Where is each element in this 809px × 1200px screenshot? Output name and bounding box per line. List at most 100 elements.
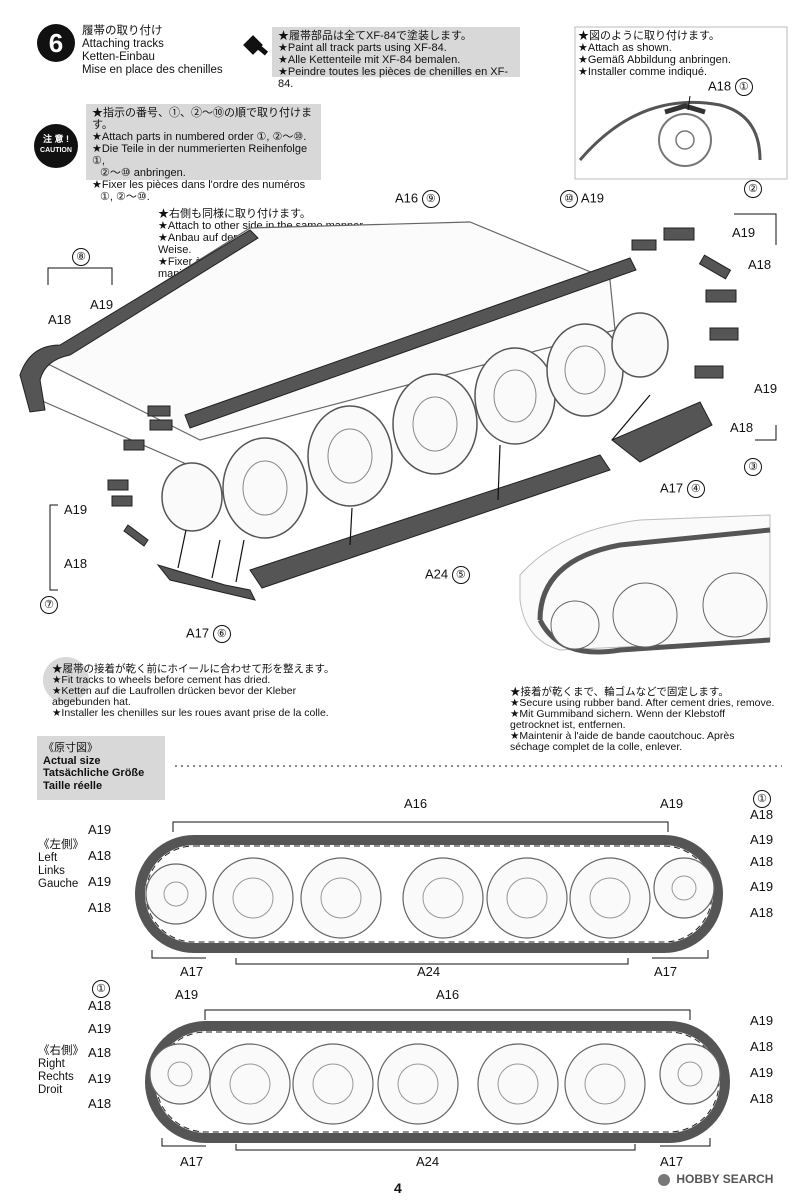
label-a18: A18 <box>88 1045 112 1060</box>
other-side-line: ★右側も同様に取り付けます。 <box>158 208 311 220</box>
actual-size-box: 《原寸図》 Actual size Tatsächliche Größe Tai… <box>37 736 165 800</box>
caution-badge: 注 意 ! CAUTION <box>34 124 78 168</box>
label-a24-5: A24 ⑤ <box>425 566 470 584</box>
label-a19: A19 <box>750 1013 774 1028</box>
caution-line: ★Die Teile in der nummerierten Reihenfol… <box>92 143 308 167</box>
label-a18: A18 <box>750 854 774 869</box>
order-number: ⑥ <box>212 625 231 643</box>
label-a18: A18 <box>64 556 88 571</box>
actual-size-ja: 《原寸図》 <box>43 742 98 754</box>
label-a19: A19 <box>750 879 774 894</box>
part-label: A17 <box>186 625 210 641</box>
left-side-de: Links <box>38 865 65 877</box>
label-a18: A18 <box>88 1096 112 1111</box>
caution-line: ★Fixer les pièces dans l'ordre des numér… <box>92 179 306 191</box>
rubber-note-line: séchage complet de la colle, enlever. <box>510 741 683 753</box>
order-number: ② <box>744 180 762 198</box>
label-a16-9: A16 ⑨ <box>395 190 440 208</box>
attach-note-line: ★Gemäß Abbildung anbringen. <box>578 54 731 66</box>
caution-line: ②～⑩ anbringen. <box>100 167 186 179</box>
left-side-ja: 《左側》 <box>38 839 84 851</box>
attach-note-line: ★Attach as shown. <box>578 42 672 54</box>
fit-note-line: ★Ketten auf die Laufrollen drücken bevor… <box>52 685 297 708</box>
order-number: ① <box>92 980 110 998</box>
rubber-note-line: ★接着が乾くまで、輪ゴムなどで固定します。 <box>510 686 729 698</box>
fit-note-line: ★履帯の接着が乾く前にホイールに合わせて形を整えます。 <box>52 663 335 675</box>
label-a19: A19 <box>750 1065 774 1080</box>
label-a17: A17 <box>660 1154 684 1169</box>
label-a19: A19 <box>88 822 112 837</box>
step-title-de: Ketten-Einbau <box>82 51 155 63</box>
label-a19: A19 <box>732 225 756 240</box>
label-a19: A19 <box>88 1021 112 1036</box>
attach-detail-label: A18 ① <box>708 78 753 96</box>
label-a18: A18 <box>750 905 774 920</box>
attach-note-line: ★図のように取り付けます。 <box>578 30 720 42</box>
label-a24: A24 <box>417 964 441 979</box>
left-side-en: Left <box>38 852 58 864</box>
label-a17: A17 <box>654 964 678 979</box>
watermark-text: HOBBY SEARCH <box>676 1172 774 1186</box>
attach-note-line: ★Installer comme indiqué. <box>578 66 708 78</box>
paint-note-de: ★Alle Kettenteile mit XF-84 bemalen. <box>278 54 461 66</box>
label-7: ⑦ <box>40 596 58 614</box>
label-a18: A18 <box>748 257 772 272</box>
order-number: ⑦ <box>40 596 58 614</box>
order-number: ④ <box>686 480 705 498</box>
attach-note: ★図のように取り付けます。 ★Attach as shown. ★Gemäß A… <box>578 30 731 78</box>
label-a18: A18 <box>88 848 112 863</box>
other-side-line: Weise. <box>158 244 192 256</box>
label-a19: A19 <box>88 1071 112 1086</box>
order-number: ③ <box>744 458 762 476</box>
label-a18: A18 <box>88 998 112 1013</box>
paint-note-fr: ★Peindre toutes les pièces de chenilles … <box>278 66 508 90</box>
part-label: A16 <box>395 190 419 206</box>
label-a19: A19 <box>90 297 114 312</box>
step-title-fr: Mise en place des chenilles <box>82 64 223 76</box>
paint-note-en: ★Paint all track parts using XF-84. <box>278 42 447 54</box>
label-a19: A19 <box>88 874 112 889</box>
order-number: ① <box>753 790 771 808</box>
other-side-line: ★Attach to other side in the same manner… <box>158 220 366 232</box>
left-side-caption: 《左側》 Left Links Gauche <box>38 839 84 891</box>
label-3: ③ <box>744 458 762 476</box>
page-number: 4 <box>394 1180 402 1196</box>
paint-note-ja: ★履帯部品は全てXF-84で塗装します。 <box>278 30 472 42</box>
step-title-en: Attaching tracks <box>82 38 164 50</box>
right-side-fr: Droit <box>38 1084 63 1096</box>
label-a19: A19 <box>660 796 684 811</box>
step-number: 6 <box>37 24 75 62</box>
label-1: ① <box>92 980 110 998</box>
label-a17: A17 <box>180 1154 204 1169</box>
label-a18: A18 <box>750 1039 774 1054</box>
right-side-de: Rechts <box>38 1071 74 1083</box>
part-label: A19 <box>580 190 605 206</box>
label-a18: A18 <box>48 312 72 327</box>
label-a24: A24 <box>416 1154 440 1169</box>
left-track-diagram <box>135 821 723 965</box>
other-side-note: ★右側も同様に取り付けます。 ★Attach to other side in … <box>158 208 378 280</box>
label-a19: A19 <box>754 381 778 396</box>
rubber-note-line: ★Secure using rubber band. After cement … <box>510 697 775 709</box>
right-side-ja: 《右側》 <box>38 1045 84 1057</box>
fit-note-line: ★Installer les chenilles sur les roues a… <box>52 707 329 719</box>
rubber-note-line: getrocknet ist, entfernen. <box>510 719 626 731</box>
label-a17-6: A17 ⑥ <box>186 625 231 643</box>
other-side-line: ★Fixer à l'autre côté de la même <box>158 256 319 268</box>
label-8: ⑧ <box>72 248 90 266</box>
step-title: 履帯の取り付け Attaching tracks Ketten-Einbau M… <box>82 25 223 77</box>
actual-size-de: Tatsächliche Größe <box>43 767 145 779</box>
rubber-note-line: ★Maintenir à l'aide de bande caoutchouc.… <box>510 730 735 742</box>
actual-size-en: Actual size <box>43 754 101 767</box>
paint-note: ★履帯部品は全てXF-84で塗装します。 ★Paint all track pa… <box>272 27 520 90</box>
order-number: ⑨ <box>421 190 440 208</box>
order-number: ⑧ <box>72 248 90 266</box>
rubber-note-line: ★Mit Gummiband sichern. Wenn der Klebsto… <box>510 708 726 720</box>
part-label: A17 <box>660 480 684 496</box>
label-a19: A19 <box>175 987 199 1002</box>
label-1: ① <box>753 790 771 808</box>
rubber-band-note: ★接着が乾くまで、輪ゴムなどで固定します。 ★Secure using rubb… <box>510 687 780 753</box>
caution-line: ★Attach parts in numbered order ①, ②～⑩. <box>92 131 307 143</box>
left-side-fr: Gauche <box>38 878 79 890</box>
label-a17: A17 <box>180 964 204 979</box>
